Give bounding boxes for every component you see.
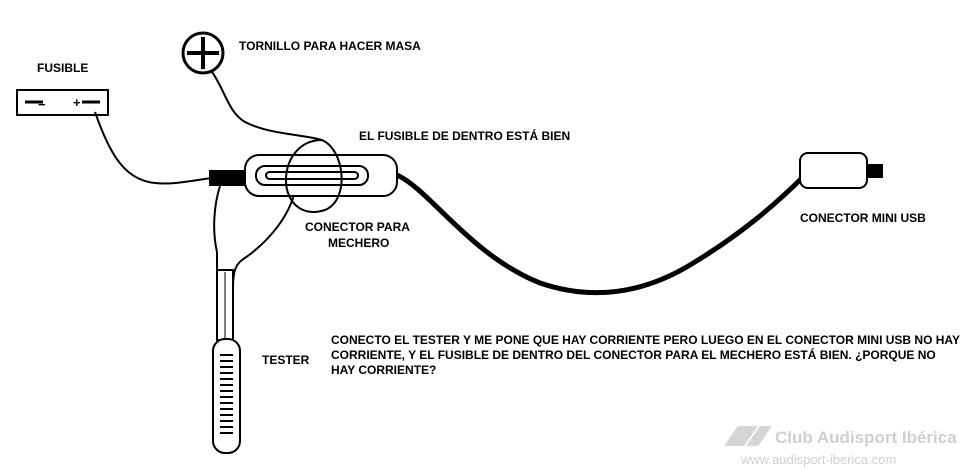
fuse-plus-label: + <box>73 95 81 110</box>
mini-usb-label: CONECTOR MINI USB <box>800 211 926 225</box>
mini-usb-connector-icon <box>799 152 883 189</box>
connector-tip <box>209 170 247 186</box>
fuse-icon <box>16 89 109 116</box>
connector-label-line2: MECHERO <box>328 236 390 250</box>
tester-lead-right <box>232 194 295 291</box>
watermark-logo-icon <box>724 426 772 446</box>
lighter-connector <box>244 154 398 197</box>
tester-label: TESTER <box>262 353 310 367</box>
wire-loop <box>284 138 343 213</box>
fuse-wire <box>94 111 213 185</box>
tester-probe-icon <box>212 338 241 454</box>
usb-cable <box>395 172 807 296</box>
tester-lead-left <box>213 185 221 290</box>
question-text: CONECTO EL TESTER Y ME PONE QUE HAY CORR… <box>331 333 960 377</box>
ground-screw-icon <box>181 31 225 75</box>
fuse-minus-label: − <box>38 97 46 112</box>
inner-fuse-label: EL FUSIBLE DE DENTRO ESTÁ BIEN <box>359 129 571 143</box>
watermark-url: www.audisport-iberica.com <box>741 452 897 467</box>
ground-wire <box>211 71 323 141</box>
connector-label-line1: CONECTOR PARA <box>305 220 410 234</box>
watermark-title: Club Audisport Ibérica <box>775 428 957 447</box>
ground-screw-label: TORNILLO PARA HACER MASA <box>239 39 421 53</box>
fuse-label: FUSIBLE <box>37 61 89 75</box>
